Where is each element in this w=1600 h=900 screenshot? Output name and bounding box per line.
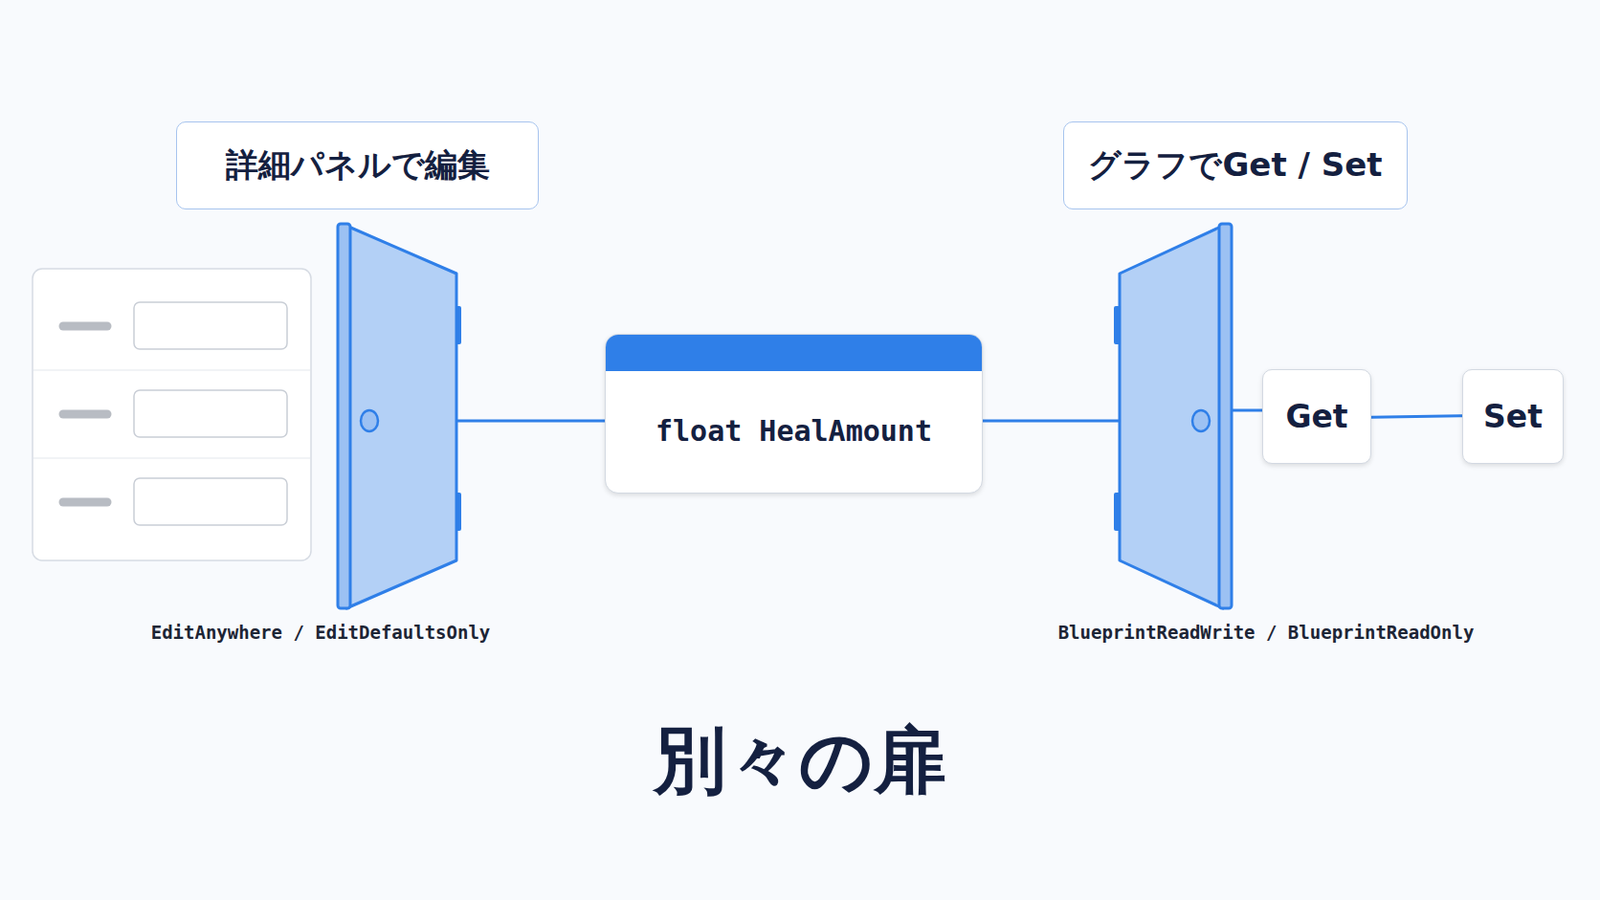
- diagram-title: 別々の扉: [0, 712, 1600, 812]
- node-text: float HealAmount: [655, 414, 933, 448]
- node-text: 詳細パネルで編集: [225, 143, 490, 188]
- getter-box: Get: [1262, 369, 1372, 465]
- node-text: グラフでGet / Set: [1088, 143, 1382, 188]
- node-text: Get: [1285, 398, 1348, 436]
- heading-box: グラフでGet / Set: [1063, 121, 1408, 210]
- setter-box: Set: [1462, 369, 1564, 465]
- connector-line: [1371, 416, 1463, 419]
- door: [337, 223, 462, 609]
- heading-box: 詳細パネルで編集: [176, 121, 539, 210]
- details-panel: [32, 268, 312, 561]
- door: [1113, 223, 1232, 609]
- attribute-label: BlueprintReadWrite / BlueprintReadOnly: [1058, 622, 1475, 644]
- node-text: Set: [1483, 398, 1543, 436]
- attribute-label: EditAnywhere / EditDefaultsOnly: [151, 622, 491, 644]
- variable-box: float HealAmount: [604, 333, 983, 494]
- header-band: [605, 334, 982, 372]
